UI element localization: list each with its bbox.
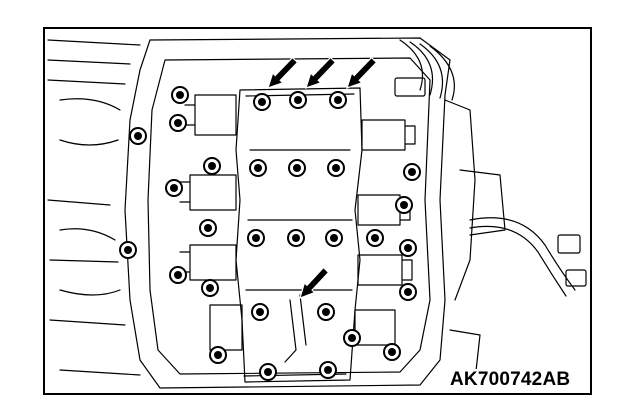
bolt [329,91,347,109]
figure-border [43,27,592,395]
bolt [319,361,337,379]
bolt [119,241,137,259]
bolt [399,283,417,301]
bolt [289,91,307,109]
bolt [366,229,384,247]
solenoid-right-4 [354,309,396,346]
bolt [169,114,187,132]
solenoid-left-2 [179,174,237,211]
bolt [383,343,401,361]
bolt [247,229,265,247]
arrow-group [267,56,378,299]
bolt [249,159,267,177]
transmission-case-outline [124,37,451,389]
bolt [171,86,189,104]
figure-code-label: AK700742AB [446,369,575,391]
bolt [169,266,187,284]
wire-harness-right [469,217,576,297]
bolt [251,303,269,321]
bolt [325,229,343,247]
pointer-arrow [267,56,299,89]
bolt [259,363,277,381]
solenoid-left-1 [184,94,237,136]
case-inner-gasket [147,57,431,375]
solenoid-right-1 [361,119,416,151]
bolt [327,159,345,177]
right-housing-detail [444,99,506,381]
solenoid-left-4 [209,304,243,351]
pointer-arrow [346,56,378,89]
bolt [403,163,421,181]
bolt [317,303,335,321]
harness-connector-right [557,234,581,254]
pointer-arrow [299,266,330,299]
bolt-group [119,86,421,381]
bolt [165,179,183,197]
bolt [288,159,306,177]
bolt [253,93,271,111]
left-housing-detail [47,39,141,376]
left-housing-rib [59,98,121,296]
wire-harness-top [399,39,455,101]
bolt [399,239,417,257]
bolt [287,229,305,247]
solenoid-right-3 [357,254,413,286]
bolt [343,329,361,347]
bolt [199,219,217,237]
solenoid-left-3 [179,244,237,281]
bolt [395,196,413,214]
bolt [203,157,221,175]
harness-connector-right-2 [565,269,587,287]
bolt [201,279,219,297]
bolt [129,127,147,145]
harness-connector-top [394,77,426,97]
pointer-arrow [305,56,337,89]
plate-passage [245,149,353,363]
bolt [209,346,227,364]
